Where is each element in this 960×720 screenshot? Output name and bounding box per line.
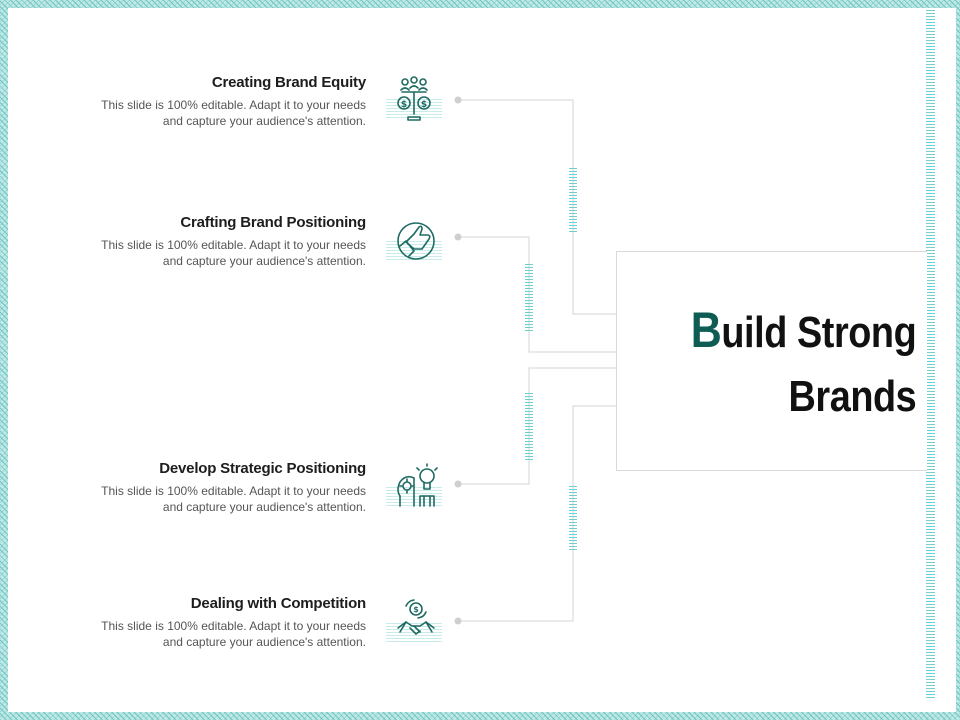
connector-3	[458, 367, 616, 485]
item-1-title: Creating Brand Equity	[211, 74, 366, 91]
connector-dot-4	[454, 617, 462, 625]
connector-2	[458, 236, 616, 353]
connector-accent-1	[569, 166, 577, 234]
item-2-title: Crafting Brand Positioning	[180, 214, 366, 231]
connector-dot-1	[454, 96, 462, 104]
thumbs-up-icon	[397, 222, 435, 260]
item-4-icon-wrap: $	[386, 598, 442, 650]
head-gear-lightbulb-icon	[397, 463, 438, 507]
item-3-title: Develop Strategic Positioning	[159, 460, 366, 477]
item-4-description: This slide is 100% editable. Adapt it to…	[26, 618, 366, 650]
item-2-icon-wrap	[386, 216, 442, 268]
title-line1-rest: uild Strong	[721, 308, 916, 357]
item-1-icon-wrap: $ $	[386, 74, 442, 126]
connector-accent-2	[525, 264, 533, 332]
connector-accent-4	[569, 484, 577, 552]
title-box	[616, 251, 927, 471]
item-1-desc-line2: and capture your audience's attention.	[162, 114, 366, 128]
connector-1	[458, 99, 616, 315]
handshake-money-icon: $	[397, 599, 435, 635]
connector-4	[458, 405, 616, 622]
item-3-icon-wrap	[386, 462, 442, 514]
right-stripes	[926, 8, 935, 698]
item-2-desc-line1: This slide is 100% editable. Adapt it to…	[101, 238, 366, 252]
svg-text:$: $	[413, 605, 419, 614]
item-1-description: This slide is 100% editable. Adapt it to…	[26, 97, 366, 129]
svg-text:$: $	[421, 100, 427, 110]
item-4-desc-line1: This slide is 100% editable. Adapt it to…	[101, 619, 366, 633]
item-3-desc-line1: This slide is 100% editable. Adapt it to…	[101, 484, 366, 498]
title-first-letter: B	[690, 302, 722, 358]
scales-money-people-icon: $ $	[397, 76, 431, 121]
connector-dot-2	[454, 233, 462, 241]
connector-dot-3	[454, 480, 462, 488]
slide-title: Build Strong Brands	[690, 298, 916, 429]
item-3-description: This slide is 100% editable. Adapt it to…	[26, 483, 366, 515]
item-1-desc-line1: This slide is 100% editable. Adapt it to…	[101, 98, 366, 112]
item-2-description: This slide is 100% editable. Adapt it to…	[26, 237, 366, 269]
item-3-desc-line2: and capture your audience's attention.	[162, 500, 366, 514]
svg-text:$: $	[401, 100, 407, 110]
connector-accent-3	[525, 392, 533, 460]
item-2-desc-line2: and capture your audience's attention.	[162, 254, 366, 268]
item-4-desc-line2: and capture your audience's attention.	[162, 635, 366, 649]
item-4-title: Dealing with Competition	[190, 595, 366, 612]
title-line2: Brands	[788, 372, 916, 421]
